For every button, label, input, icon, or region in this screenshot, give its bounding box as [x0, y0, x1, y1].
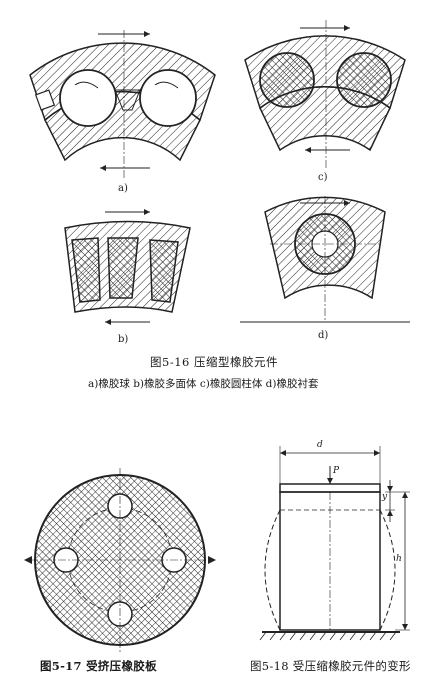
- fig-518-deformation: [259, 446, 410, 641]
- dim-d-label: d: [317, 440, 323, 450]
- force-P-label: P: [333, 466, 340, 476]
- fig-a-rubber-ball: [29, 30, 216, 180]
- fig-d-rubber-bushing: [240, 196, 410, 323]
- fig518-caption: 图5-18 受压缩橡胶元件的变形: [250, 659, 411, 673]
- fig-b-rubber-polyhedron: [64, 209, 191, 325]
- fig-b-label: b): [118, 334, 129, 345]
- fig-517-extruded-rubber-plate: [24, 468, 216, 652]
- dim-y-label: y: [382, 492, 388, 502]
- fig516-caption: 图5-16 压缩型橡胶元件: [150, 355, 278, 369]
- dim-h-label: h: [396, 554, 402, 564]
- fig517-caption: 图5-17 受挤压橡胶板: [40, 659, 157, 673]
- fig-c-rubber-cylinder: [244, 20, 406, 170]
- fig-d-label: d): [318, 330, 329, 341]
- fig-a-label: a): [118, 183, 128, 194]
- fig516-subcaption: a)橡胶球 b)橡胶多面体 c)橡胶圆柱体 d)橡胶衬套: [88, 378, 319, 390]
- fig-c-label: c): [318, 172, 328, 183]
